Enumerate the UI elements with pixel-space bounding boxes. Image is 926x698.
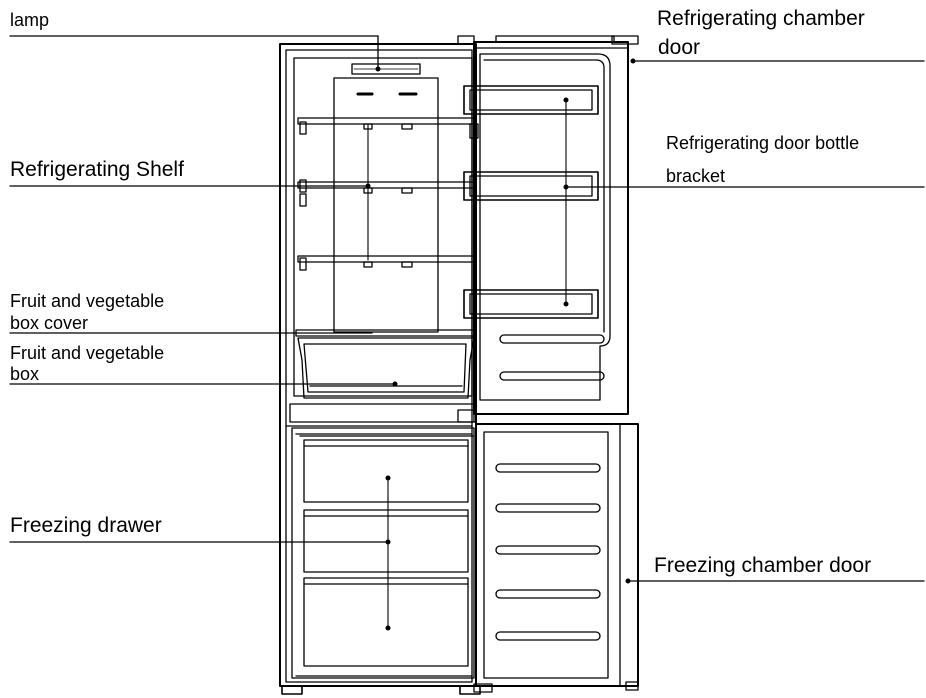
label-fruit-vegetable-box-cover-line2: box cover (10, 313, 89, 333)
label-refrigerating-chamber-door-line1: Refrigerating chamber (657, 7, 865, 30)
refrigerating-chamber-door (457, 35, 639, 423)
label-door-bottle-bracket-line1: Refrigerating door bottle (666, 133, 860, 153)
leader-dots (365, 58, 636, 631)
label-fruit-vegetable-box-line1: Fruit and vegetable (10, 343, 165, 363)
label-freezing-chamber-door: Freezing chamber door (654, 554, 872, 577)
label-fruit-vegetable-box-cover-line1: Fruit and vegetable (10, 291, 165, 311)
fruit-vegetable-box (295, 329, 475, 399)
freezing-chamber-interior (291, 427, 475, 679)
leader-lines (9, 35, 925, 629)
label-freezing-drawer: Freezing drawer (10, 514, 162, 537)
label-fruit-vegetable-box-line2: box (10, 364, 40, 384)
label-refrigerating-shelf: Refrigerating Shelf (10, 158, 184, 181)
label-door-bottle-bracket-line2: bracket (666, 166, 726, 186)
refrigerating-shelves (297, 117, 475, 268)
cabinet-outline (279, 35, 481, 695)
lamp-fixture (351, 63, 421, 75)
refrigerating-chamber-interior (293, 57, 479, 397)
door-bottle-brackets (463, 85, 599, 319)
label-refrigerating-chamber-door-line2: door (658, 36, 701, 59)
label-lamp: lamp (10, 10, 50, 30)
freezing-chamber-door (473, 423, 639, 693)
